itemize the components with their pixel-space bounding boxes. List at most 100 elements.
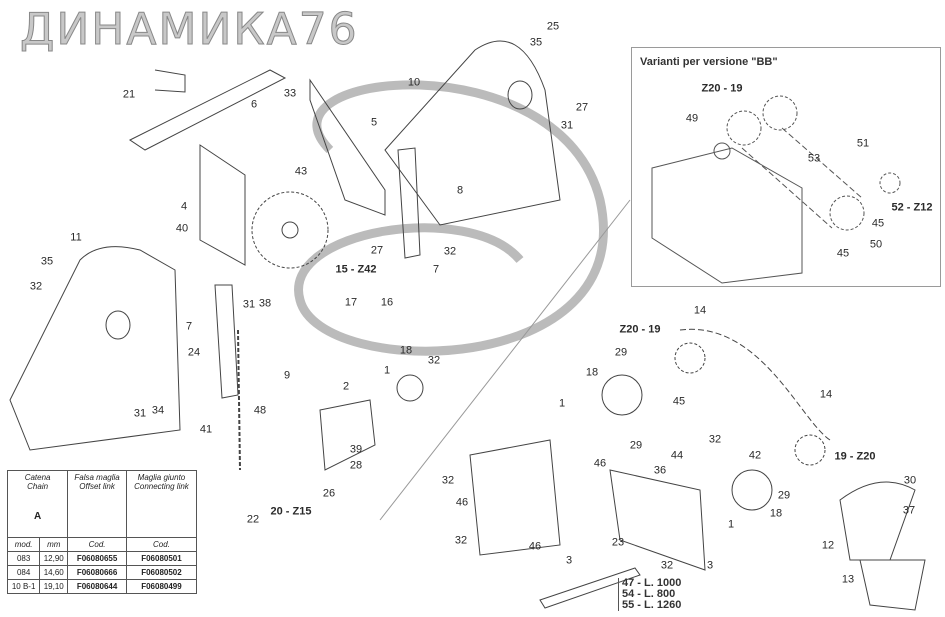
part-callout: 37: [902, 504, 916, 517]
part-callout: 18: [769, 507, 783, 520]
cell: 084: [6, 565, 41, 580]
part-callout: 36: [653, 464, 667, 477]
part-callout: 32: [454, 534, 468, 547]
header-en: Connecting link: [134, 482, 189, 491]
cell: F06080644: [67, 579, 127, 594]
part-callout: 38: [258, 297, 272, 310]
arm-part: [397, 147, 421, 259]
sprocket-z12: [879, 172, 901, 194]
part-callout: 32: [29, 280, 43, 293]
chain-part: [237, 329, 241, 471]
connecting-link-header: Maglia giunto Connecting link: [125, 470, 198, 538]
arm-part-left: [214, 284, 239, 399]
part-callout: 30: [903, 474, 917, 487]
cell: F06080501: [125, 551, 198, 566]
guard-part-13: [859, 559, 926, 611]
table-row: 083 12,90 F06080655 F06080501: [6, 551, 198, 566]
part-callout: 32: [427, 354, 441, 367]
chain-route: [679, 328, 831, 441]
sprocket-b: [762, 95, 798, 131]
cell: F06080655: [67, 551, 127, 566]
part-callout: 48: [253, 404, 267, 417]
variant-callout: 49: [685, 112, 699, 125]
length-item: 47 - L. 1000: [622, 577, 682, 589]
part-callout: 3: [565, 554, 573, 567]
table-row: 10 B-1 19,10 F06080644 F06080499: [6, 579, 198, 594]
header-it: Catena: [24, 473, 51, 482]
cell: 083: [6, 551, 41, 566]
cell: 10 B-1: [6, 579, 41, 594]
chain-table: Catena Chain A Falsa maglia Offset link …: [6, 470, 198, 594]
part-callout: 23: [611, 536, 625, 549]
part-callout: 1: [558, 397, 566, 410]
sprocket-50: [829, 195, 865, 231]
cell: F06080502: [125, 565, 198, 580]
subheader: Cod.: [67, 537, 127, 552]
header-en: Chain: [27, 482, 49, 491]
length-item: 54 - L. 800: [622, 588, 676, 600]
plate-part-5: [309, 78, 386, 216]
long-shaft: [539, 567, 641, 609]
variant-callout: 52 - Z12: [891, 201, 933, 214]
divider-line: [379, 199, 631, 521]
part-callout: 8: [456, 184, 464, 197]
variants-title: Varianti per versione "BB": [640, 56, 778, 68]
chain-53: [741, 127, 863, 229]
header-it: Maglia giunto: [137, 473, 186, 482]
frame-part: [384, 40, 561, 226]
part-callout: 7: [432, 263, 440, 276]
part-callout: 1: [727, 518, 735, 531]
part-callout: 7: [185, 320, 193, 333]
u-bolt-part: [154, 69, 186, 93]
length-item: 55 - L. 1260: [622, 599, 682, 611]
part-callout: 14: [819, 388, 833, 401]
part-callout: 40: [175, 222, 189, 235]
sprocket-19: [794, 434, 826, 466]
part-callout: 25: [546, 20, 560, 33]
part-callout: 3: [706, 559, 714, 572]
part-callout: 45: [672, 395, 686, 408]
cell: F06080666: [67, 565, 127, 580]
part-callout: 14: [693, 304, 707, 317]
part-callout: 11: [70, 231, 82, 244]
flange-bearing-right: [601, 374, 643, 416]
part-callout: 18: [585, 366, 599, 379]
part-callout: 44: [670, 449, 684, 462]
variant-callout: Z20 - 19: [701, 82, 743, 95]
flange-bearing-lower: [731, 469, 773, 511]
part-callout: 29: [614, 346, 628, 359]
part-callout: 29: [777, 489, 791, 502]
cover-hole: [105, 310, 131, 340]
part-callout: 43: [294, 165, 308, 178]
part-callout: 9: [283, 369, 291, 382]
part-callout: 32: [660, 559, 674, 572]
part-callout: 39: [349, 443, 363, 456]
part-callout: 46: [455, 496, 469, 509]
part-callout: 16: [380, 296, 394, 309]
part-callout: 29: [629, 439, 643, 452]
side-plate-part: [469, 439, 561, 556]
part-callout: 41: [199, 423, 213, 436]
frame-hole: [507, 80, 533, 110]
part-callout: 15 - Z42: [335, 263, 377, 276]
sprocket-z20: [674, 342, 706, 374]
part-callout: 24: [187, 346, 201, 359]
subheader: Cod.: [125, 537, 198, 552]
part-callout: 27: [370, 244, 384, 257]
part-callout: 10: [407, 76, 421, 89]
offset-link-header: Falsa maglia Offset link: [67, 470, 127, 538]
part-callout: 13: [841, 573, 855, 586]
chain-cover-part: [9, 246, 181, 451]
cell: F06080499: [125, 579, 198, 594]
part-callout: 26: [322, 487, 336, 500]
bracket-part: [319, 399, 376, 471]
part-callout: Z20 - 19: [619, 323, 661, 336]
part-callout: 28: [349, 459, 363, 472]
header-en: Offset link: [79, 482, 115, 491]
part-callout: 46: [593, 457, 607, 470]
part-callout: 32: [441, 474, 455, 487]
part-callout: 18: [399, 344, 413, 357]
guard-part-12: [839, 481, 916, 561]
flange-bearing: [396, 374, 424, 402]
